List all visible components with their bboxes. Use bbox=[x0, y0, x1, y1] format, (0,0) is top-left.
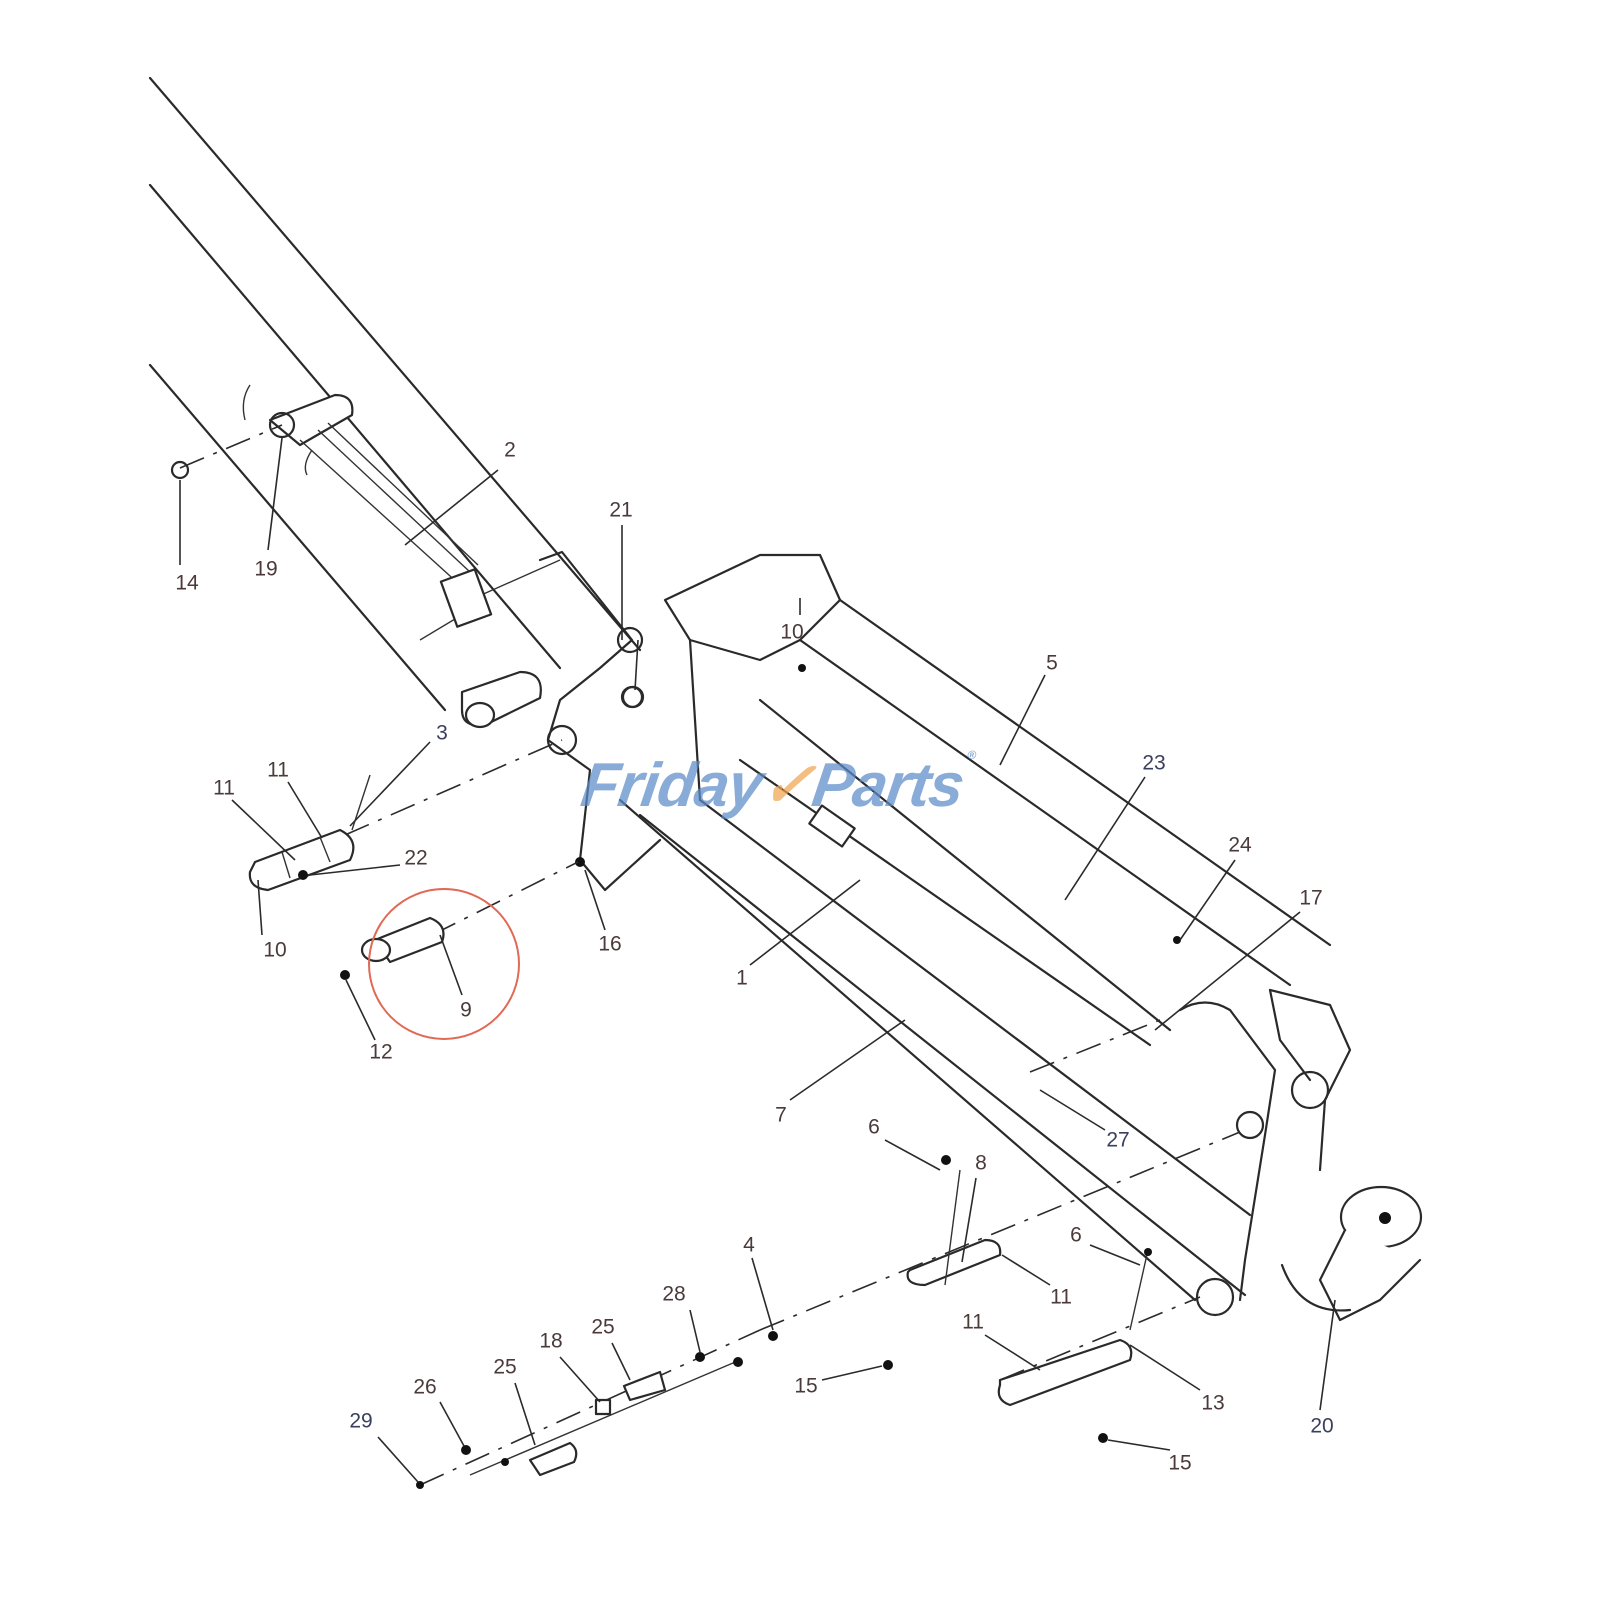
callout-4: 4 bbox=[743, 1233, 755, 1257]
highlight-ring-part-9 bbox=[368, 888, 520, 1040]
callout-10b: 10 bbox=[780, 620, 804, 644]
callout-2: 2 bbox=[504, 438, 516, 462]
callout-22: 22 bbox=[404, 846, 428, 870]
callout-16: 16 bbox=[598, 932, 622, 956]
callout-3: 3 bbox=[436, 721, 448, 745]
callout-26: 26 bbox=[413, 1375, 437, 1399]
callout-11d: 11 bbox=[962, 1310, 984, 1334]
callout-7: 7 bbox=[775, 1103, 787, 1127]
boom-arm bbox=[148, 76, 642, 742]
callout-15b: 15 bbox=[1168, 1451, 1192, 1475]
callout-6a: 6 bbox=[868, 1115, 880, 1139]
pin-13 bbox=[997, 1248, 1152, 1443]
callout-24: 24 bbox=[1228, 833, 1252, 857]
callout-8: 8 bbox=[975, 1151, 987, 1175]
boom-frame-1 bbox=[546, 553, 1423, 1322]
brand-watermark: Friday✓Parts® bbox=[577, 748, 976, 821]
bushing-14-21 bbox=[170, 460, 1181, 944]
callout-12: 12 bbox=[369, 1040, 393, 1064]
watermark-text-left: Friday bbox=[577, 751, 767, 820]
callout-28: 28 bbox=[662, 1282, 686, 1306]
callout-11a: 11 bbox=[213, 776, 235, 800]
callout-23: 23 bbox=[1142, 751, 1166, 775]
callout-25a: 25 bbox=[493, 1355, 517, 1379]
callout-19: 19 bbox=[254, 557, 278, 581]
callout-1: 1 bbox=[736, 966, 748, 990]
callout-20: 20 bbox=[1310, 1414, 1334, 1438]
callout-11b: 11 bbox=[267, 758, 289, 782]
callout-14: 14 bbox=[175, 571, 199, 595]
callout-18: 18 bbox=[539, 1329, 563, 1353]
hydraulic-cylinder-2 bbox=[242, 384, 542, 729]
callout-17: 17 bbox=[1299, 886, 1323, 910]
linkage-18-25 bbox=[416, 1331, 778, 1489]
callout-5: 5 bbox=[1046, 651, 1058, 675]
pin-10-11 bbox=[248, 774, 371, 892]
callout-29: 29 bbox=[349, 1409, 373, 1433]
callout-15a: 15 bbox=[794, 1374, 818, 1398]
callout-27: 27 bbox=[1106, 1128, 1130, 1152]
callout-6b: 6 bbox=[1070, 1223, 1082, 1247]
callout-21: 21 bbox=[609, 498, 633, 522]
watermark-text-right: Parts bbox=[808, 751, 968, 820]
callout-13: 13 bbox=[1201, 1391, 1225, 1415]
callout-9: 9 bbox=[460, 998, 472, 1022]
callout-11c: 11 bbox=[1050, 1285, 1072, 1309]
pin-8 bbox=[883, 1155, 1002, 1370]
callout-25b: 25 bbox=[591, 1315, 615, 1339]
callout-10a: 10 bbox=[263, 938, 287, 962]
